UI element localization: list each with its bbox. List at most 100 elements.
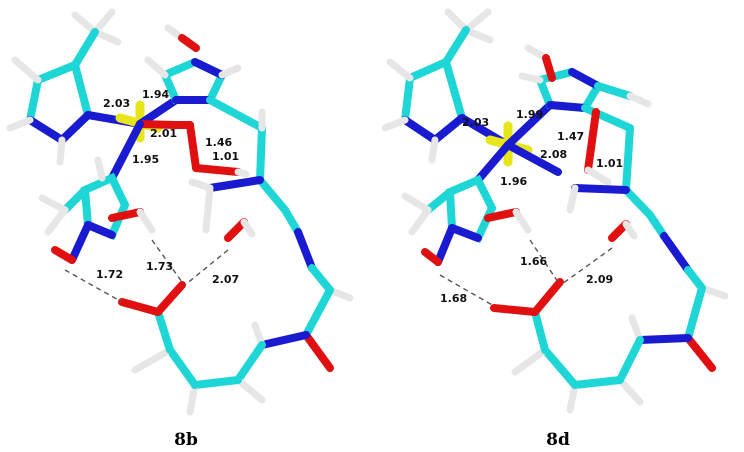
bond (571, 184, 630, 194)
distance-label: 1.95 (132, 153, 159, 166)
bond (258, 331, 310, 349)
bond (424, 188, 454, 214)
bond (660, 232, 692, 274)
bond (131, 346, 174, 374)
bond (166, 346, 199, 389)
bond (431, 114, 466, 144)
bond (542, 54, 556, 82)
bond (421, 248, 442, 266)
distance-label: 1.66 (520, 255, 547, 268)
bond (294, 228, 316, 272)
bond (44, 206, 69, 236)
bond (256, 124, 266, 184)
distance-label: 2.03 (103, 97, 130, 110)
bond (444, 8, 470, 34)
bond (191, 58, 226, 79)
bond (448, 224, 482, 242)
bond (386, 58, 414, 82)
bond (571, 376, 624, 389)
bond (186, 121, 200, 172)
bond (256, 176, 289, 214)
bond (684, 284, 706, 342)
bond (531, 278, 564, 316)
bond (154, 281, 186, 316)
bond (302, 331, 334, 372)
bond (84, 221, 116, 239)
bond (154, 308, 174, 354)
bond (698, 284, 729, 300)
bond (144, 56, 169, 79)
bond (584, 166, 612, 186)
bond (56, 136, 66, 166)
distance-label: 2.08 (540, 148, 567, 161)
bond (71, 28, 99, 69)
molecule-8d (381, 8, 729, 414)
bond (234, 168, 250, 178)
bond (584, 108, 600, 174)
distance-label: 1.47 (557, 130, 584, 143)
bond (191, 376, 242, 389)
distance-label: 1.01 (596, 157, 623, 170)
bond (91, 8, 116, 36)
bond (518, 72, 544, 84)
bond (302, 286, 334, 339)
hydrogen-bond (561, 247, 613, 285)
hydrogen-bond (439, 274, 495, 307)
bond (616, 376, 644, 406)
metal-bond (136, 120, 179, 129)
panel-8b: 2.03 1.94 2.01 1.95 1.46 1.01 1.72 1.73 … (6, 8, 354, 450)
bond (626, 92, 652, 108)
bond (462, 8, 492, 34)
bond (51, 246, 76, 264)
bond (224, 218, 248, 242)
distance-label: 1.01 (212, 150, 239, 163)
bond (218, 64, 242, 79)
bond (622, 124, 634, 194)
bond (594, 82, 634, 100)
bond (234, 341, 266, 384)
distance-label: 2.09 (586, 273, 613, 286)
distance-label: 2.01 (150, 127, 177, 140)
bond (26, 116, 66, 144)
bond (408, 206, 432, 236)
bond (622, 186, 654, 219)
bond (308, 264, 334, 294)
bond (566, 381, 579, 414)
bond (541, 346, 579, 389)
distance-label: 1.96 (500, 175, 527, 188)
bond (684, 334, 716, 372)
bond (206, 176, 264, 192)
bond (646, 211, 668, 240)
metal-bond (504, 101, 554, 149)
bond (91, 28, 122, 46)
bond (434, 224, 456, 266)
bond (178, 34, 200, 52)
metal-bond (474, 141, 512, 184)
distance-label: 2.07 (212, 273, 239, 286)
bond (68, 221, 92, 264)
bond (531, 308, 549, 354)
bond (240, 218, 256, 238)
hydrogen-bond (184, 249, 229, 286)
distance-label: 1.68 (440, 292, 467, 305)
bond (490, 304, 539, 316)
distance-label: 1.99 (516, 108, 543, 121)
bond (511, 346, 549, 376)
bond (38, 194, 69, 214)
metal-bond (136, 96, 180, 128)
bond (234, 376, 266, 404)
bond (622, 220, 638, 240)
bond (401, 192, 432, 214)
metal-bond (108, 120, 144, 182)
bond (636, 334, 692, 344)
panel-8d: 2.03 1.99 1.47 2.08 1.01 1.96 1.66 2.09 … (381, 8, 729, 450)
distance-label: 1.94 (142, 88, 169, 101)
bond (566, 184, 579, 214)
molecule-8b (6, 8, 354, 416)
bond (58, 111, 92, 144)
bond (546, 101, 589, 112)
bond (484, 208, 520, 222)
bond (512, 208, 532, 234)
structure-label: 8b (174, 430, 198, 450)
